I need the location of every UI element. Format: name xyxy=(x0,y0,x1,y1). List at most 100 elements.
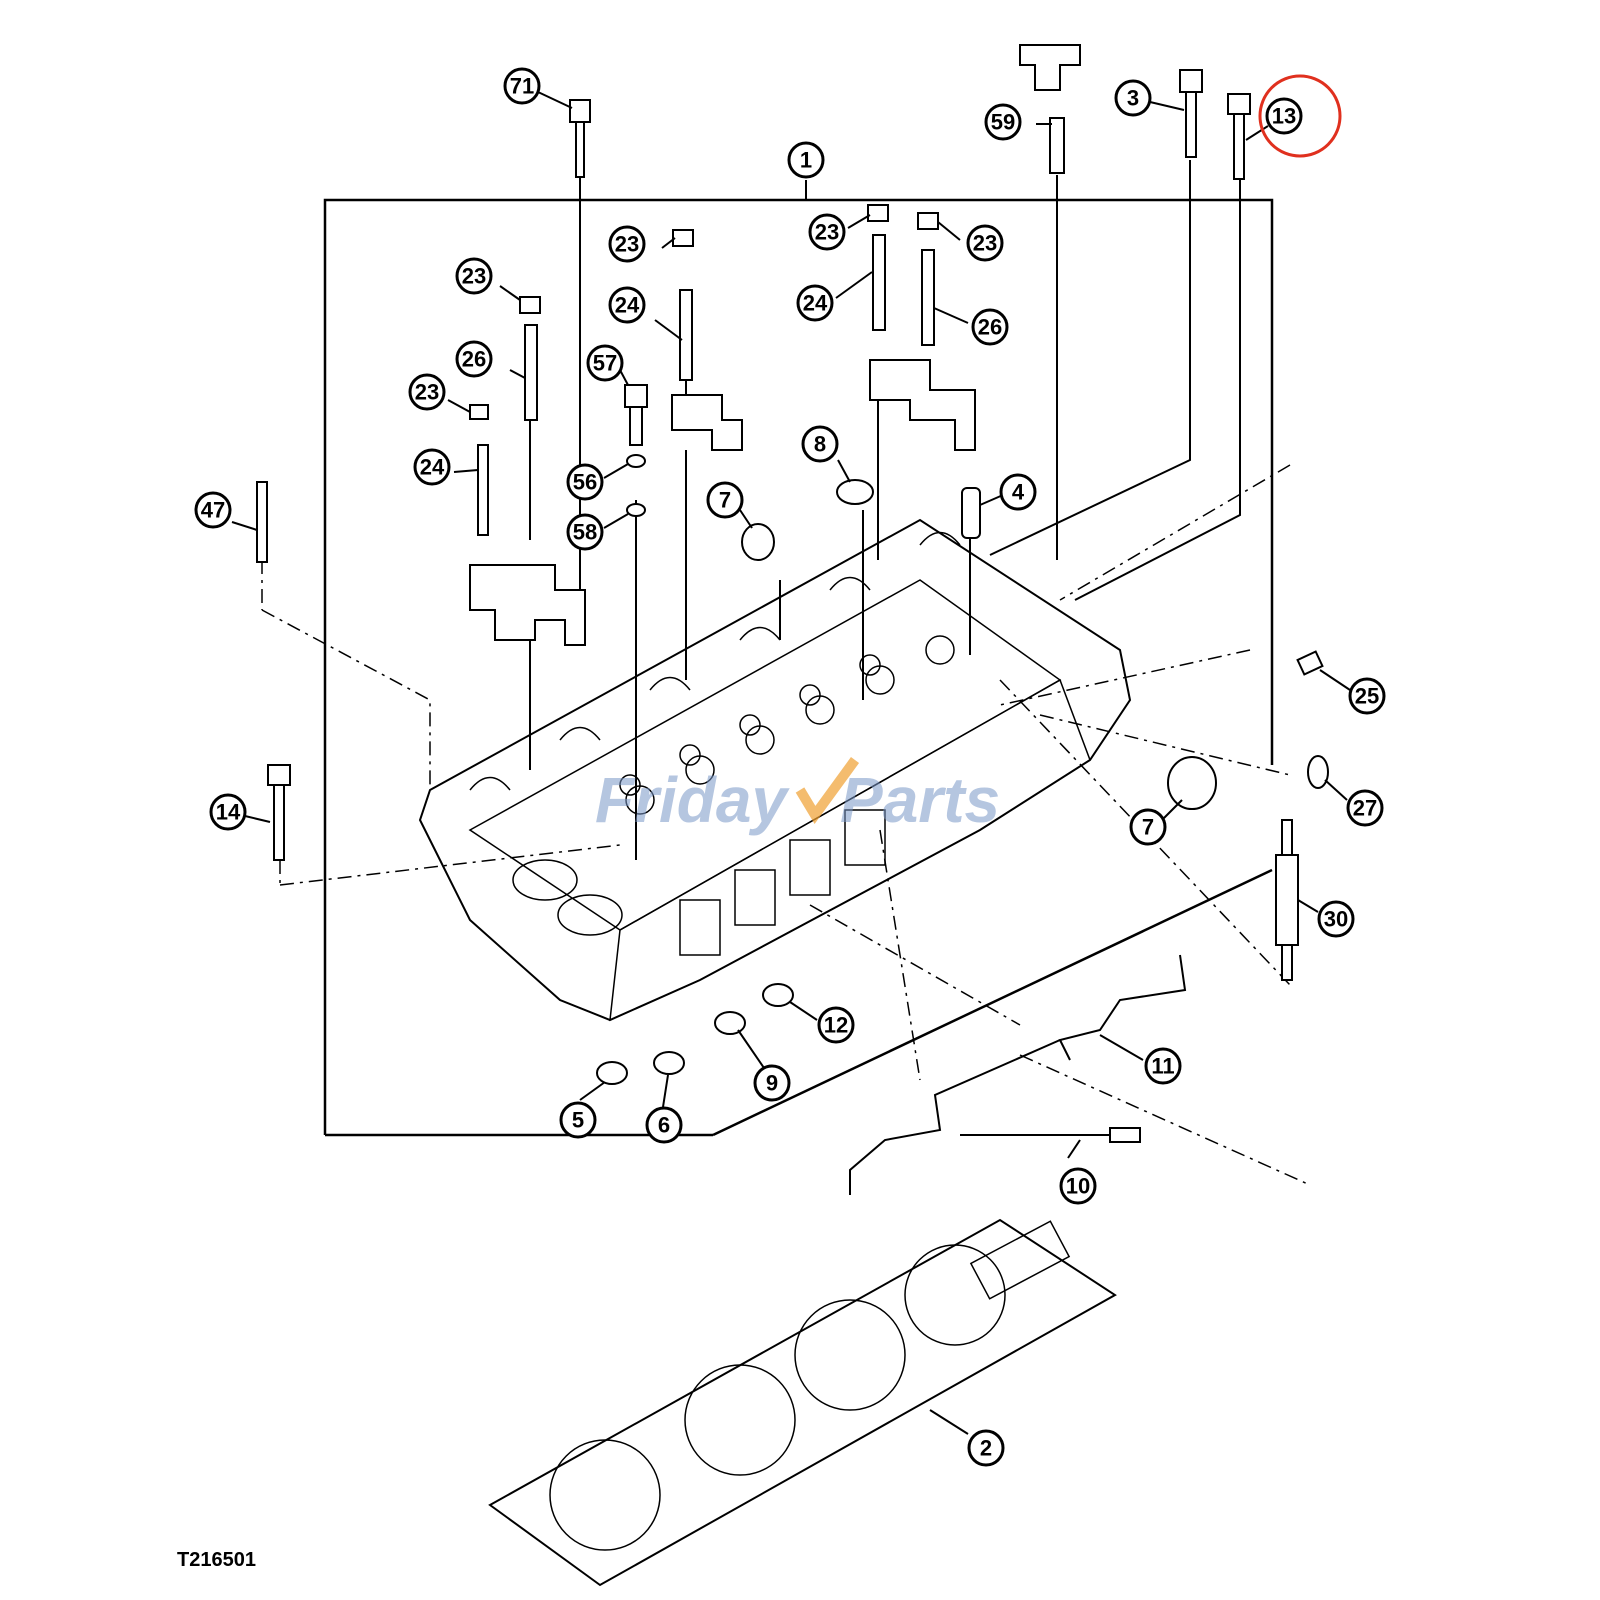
svg-text:25: 25 xyxy=(1355,684,1379,709)
svg-text:57: 57 xyxy=(593,351,617,376)
callout-9[interactable]: 9 xyxy=(753,1064,791,1102)
callout-6[interactable]: 6 xyxy=(645,1106,683,1144)
stud-24-left-part xyxy=(469,404,489,536)
svg-text:26: 26 xyxy=(978,315,1002,340)
callout-24-b[interactable]: 24 xyxy=(608,286,646,324)
svg-text:12: 12 xyxy=(824,1013,848,1038)
stud-24-mid-part xyxy=(672,229,694,381)
svg-text:71: 71 xyxy=(510,74,534,99)
callout-2[interactable]: 2 xyxy=(967,1429,1005,1467)
stud-30-part xyxy=(1275,819,1299,981)
lifting-eye-part xyxy=(1019,44,1081,174)
svg-text:Parts: Parts xyxy=(840,764,1000,836)
svg-text:3: 3 xyxy=(1127,86,1139,111)
callout-59[interactable]: 59 xyxy=(984,103,1022,141)
callout-58[interactable]: 58 xyxy=(566,513,604,551)
callout-14[interactable]: 14 xyxy=(209,793,247,831)
seal-7-upper-part xyxy=(741,523,775,561)
seal-56-part xyxy=(626,454,646,468)
svg-text:56: 56 xyxy=(573,470,597,495)
callout-23-e[interactable]: 23 xyxy=(966,224,1004,262)
callout-13-highlight-ring xyxy=(1258,74,1342,158)
seal-58-part xyxy=(626,503,646,517)
cylinder-head-body xyxy=(418,518,1132,1022)
valve-57-part xyxy=(624,384,648,446)
glow-plug-harness xyxy=(849,954,1187,1195)
watermark-check-icon xyxy=(795,757,860,825)
assembly-box xyxy=(323,180,1274,1137)
svg-text:7: 7 xyxy=(1142,815,1154,840)
svg-text:Friday: Friday xyxy=(595,764,790,836)
callout-25[interactable]: 25 xyxy=(1348,677,1386,715)
callout-26-b[interactable]: 26 xyxy=(971,308,1009,346)
svg-text:23: 23 xyxy=(815,220,839,245)
svg-text:24: 24 xyxy=(803,291,828,316)
callout-11[interactable]: 11 xyxy=(1144,1047,1182,1085)
svg-text:11: 11 xyxy=(1151,1054,1174,1079)
callout-23-c[interactable]: 23 xyxy=(608,225,646,263)
callout-57[interactable]: 57 xyxy=(586,344,624,382)
callout-24-c[interactable]: 24 xyxy=(796,284,834,322)
callout-1[interactable]: 1 xyxy=(787,141,825,179)
bolt-14-part xyxy=(267,764,291,861)
stud-26-left-part xyxy=(519,296,541,421)
cam-saddles xyxy=(469,531,961,791)
callout-8[interactable]: 8 xyxy=(801,425,839,463)
callout-24-a[interactable]: 24 xyxy=(413,448,451,486)
deck-holes xyxy=(619,635,955,815)
svg-text:23: 23 xyxy=(462,264,486,289)
callout-23-b[interactable]: 23 xyxy=(408,373,446,411)
callout-71[interactable]: 71 xyxy=(503,67,541,105)
callout-10[interactable]: 10 xyxy=(1059,1167,1097,1205)
callout-13[interactable]: 13 xyxy=(1265,97,1303,135)
callout-7-upper[interactable]: 7 xyxy=(706,481,744,519)
callout-4[interactable]: 4 xyxy=(999,473,1037,511)
callout-7-lower[interactable]: 7 xyxy=(1129,808,1167,846)
svg-text:5: 5 xyxy=(572,1108,584,1133)
seal-rings xyxy=(596,983,794,1085)
callout-3[interactable]: 3 xyxy=(1114,79,1152,117)
plug-27-part xyxy=(1307,755,1329,789)
callout-56[interactable]: 56 xyxy=(566,463,604,501)
svg-text:9: 9 xyxy=(766,1071,778,1096)
svg-text:10: 10 xyxy=(1066,1174,1090,1199)
callout-23-d[interactable]: 23 xyxy=(808,213,846,251)
svg-text:24: 24 xyxy=(420,455,445,480)
svg-text:26: 26 xyxy=(462,347,486,372)
bearing-caps xyxy=(469,359,976,646)
stud-26-right-part xyxy=(917,212,939,346)
callout-leaders xyxy=(231,91,1351,1435)
callout-5[interactable]: 5 xyxy=(559,1101,597,1139)
svg-text:58: 58 xyxy=(573,520,597,545)
callout-27[interactable]: 27 xyxy=(1346,789,1384,827)
svg-text:13: 13 xyxy=(1272,104,1296,129)
friday-parts-watermark: Friday Parts xyxy=(595,757,1000,836)
seal-8-part xyxy=(836,479,874,505)
svg-text:30: 30 xyxy=(1324,907,1348,932)
svg-text:7: 7 xyxy=(719,488,731,513)
svg-text:6: 6 xyxy=(658,1113,670,1138)
callout-30[interactable]: 30 xyxy=(1317,900,1355,938)
callout-47[interactable]: 47 xyxy=(194,491,232,529)
svg-text:1: 1 xyxy=(800,148,812,173)
drawing-number: T216501 xyxy=(177,1549,256,1571)
svg-text:4: 4 xyxy=(1012,480,1025,505)
svg-text:8: 8 xyxy=(814,432,826,457)
svg-text:14: 14 xyxy=(216,800,241,825)
plug-7-lower-part xyxy=(1167,756,1217,810)
svg-text:23: 23 xyxy=(973,231,997,256)
svg-text:23: 23 xyxy=(615,232,639,257)
head-gasket xyxy=(488,1218,1117,1587)
callout-23-a[interactable]: 23 xyxy=(455,257,493,295)
bolt-71-part xyxy=(569,99,591,178)
bolt-13-part xyxy=(1227,93,1251,180)
callout-12[interactable]: 12 xyxy=(817,1006,855,1044)
svg-text:59: 59 xyxy=(991,110,1015,135)
callout-26-a[interactable]: 26 xyxy=(455,340,493,378)
svg-text:23: 23 xyxy=(415,380,439,405)
svg-text:47: 47 xyxy=(201,498,225,523)
bolt-47-part xyxy=(256,481,268,563)
svg-text:2: 2 xyxy=(980,1436,992,1461)
svg-text:27: 27 xyxy=(1353,796,1377,821)
